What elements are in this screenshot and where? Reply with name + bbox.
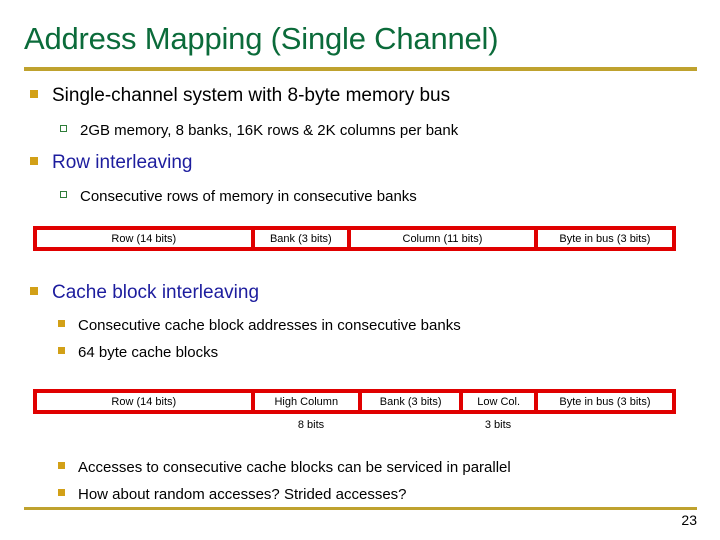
bullet-level2-label: 2GB memory, 8 banks, 16K rows & 2K colum… <box>80 122 459 139</box>
address-field-column: Column (11 bits) <box>351 230 534 247</box>
bullet-square-gold-icon <box>58 320 65 327</box>
page-title: Address Mapping (Single Channel) <box>24 21 499 56</box>
annotation-high-column-bits: 8 bits <box>297 419 325 431</box>
bullet-level2-parallel-service: Accesses to consecutive cache blocks can… <box>58 459 511 477</box>
bullet-level2-consecutive-rows: Consecutive rows of memory in consecutiv… <box>60 188 417 206</box>
bullet-level2-label: Consecutive rows of memory in consecutiv… <box>80 188 417 205</box>
bullet-level2-label: How about random accesses? Strided acces… <box>78 486 407 503</box>
bullet-square-gold-icon <box>30 157 38 165</box>
bullet-level1-label: Single-channel system with 8-byte memory… <box>52 85 451 106</box>
footer-divider <box>24 507 697 510</box>
address-field-low-column: Low Col. <box>463 393 534 410</box>
address-field-high-column: High Column <box>254 393 358 410</box>
bullet-square-green-outline-icon <box>60 125 67 132</box>
bullet-level1-label: Cache block interleaving <box>52 282 260 303</box>
bullet-level2-memory-config: 2GB memory, 8 banks, 16K rows & 2K colum… <box>60 122 458 140</box>
bullet-square-gold-icon <box>58 347 65 354</box>
bullet-level2-label: 64 byte cache blocks <box>78 344 219 361</box>
bullet-square-green-outline-icon <box>60 191 67 198</box>
address-field-bank: Bank (3 bits) <box>254 230 348 247</box>
bullet-square-gold-icon <box>30 287 38 295</box>
address-field-byte-in-bus: Byte in bus (3 bits) <box>537 230 672 247</box>
cache-block-address-table: Row (14 bits) High Column Bank (3 bits) … <box>33 389 676 414</box>
page-number: 23 <box>681 512 697 528</box>
bullet-level2-consecutive-cache-blocks: Consecutive cache block addresses in con… <box>58 317 461 335</box>
address-field-bank: Bank (3 bits) <box>361 393 460 410</box>
bullet-level1-label: Row interleaving <box>52 152 193 173</box>
address-field-row: Row (14 bits) <box>37 393 251 410</box>
bullet-square-gold-icon <box>58 462 65 469</box>
address-field-byte-in-bus: Byte in bus (3 bits) <box>537 393 673 410</box>
bullet-square-gold-icon <box>58 489 65 496</box>
bullet-level2-64-byte-cache-blocks: 64 byte cache blocks <box>58 344 218 362</box>
address-field-row: Row (14 bits) <box>37 230 251 247</box>
bullet-level1-single-channel: Single-channel system with 8-byte memory… <box>30 85 450 107</box>
bullet-level1-row-interleaving: Row interleaving <box>30 152 192 174</box>
annotation-low-column-bits: 3 bits <box>484 419 512 431</box>
bullet-level2-label: Accesses to consecutive cache blocks can… <box>78 459 511 476</box>
title-divider <box>24 67 697 71</box>
bullet-level1-cache-block-interleaving: Cache block interleaving <box>30 282 259 304</box>
row-interleaving-address-table: Row (14 bits) Bank (3 bits) Column (11 b… <box>33 226 676 251</box>
bullet-level2-label: Consecutive cache block addresses in con… <box>78 317 461 334</box>
bullet-level2-random-strided: How about random accesses? Strided acces… <box>58 486 407 504</box>
bullet-square-gold-icon <box>30 90 38 98</box>
